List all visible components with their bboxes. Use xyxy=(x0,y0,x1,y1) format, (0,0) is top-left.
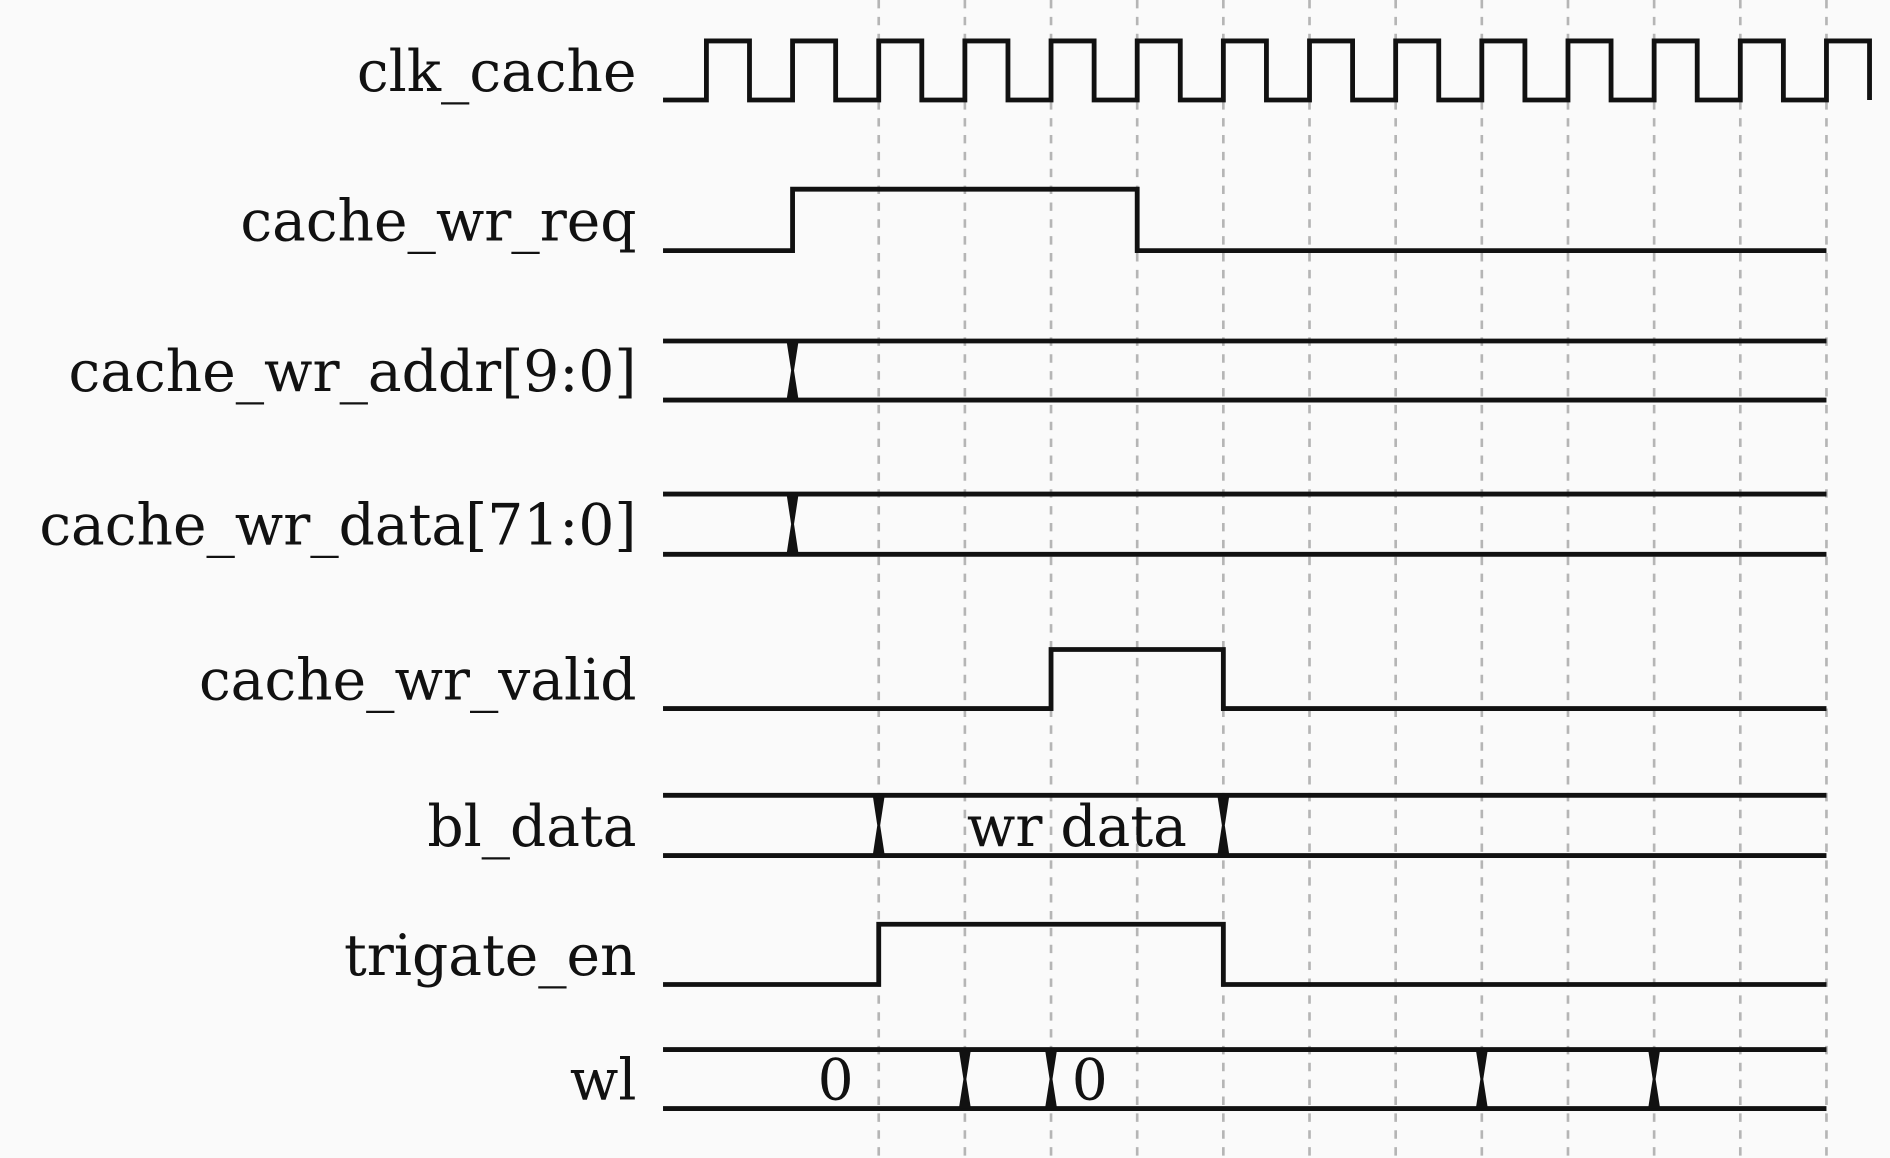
signal-label: bl_data xyxy=(427,794,636,860)
signal-label: cache_wr_valid xyxy=(199,647,637,713)
clock-waveform xyxy=(663,38,1872,103)
bus-transition xyxy=(958,1049,971,1109)
signal-label: trigate_en xyxy=(344,923,637,989)
signal-waveform xyxy=(663,921,1827,987)
signal-label: cache_wr_addr[9:0] xyxy=(69,339,637,405)
signal-label: cache_wr_req xyxy=(240,188,636,254)
signal-label: clk_cache xyxy=(357,39,637,105)
signal-waveform xyxy=(663,647,1827,711)
signal-waveform xyxy=(663,186,1827,254)
signal-label: cache_wr_data[71:0] xyxy=(39,493,636,559)
bus-transition xyxy=(1648,1049,1661,1109)
bus-value-label: wr data xyxy=(967,794,1187,860)
bus-transition xyxy=(1475,1049,1488,1109)
bus-transition xyxy=(1217,795,1230,856)
bus-transition xyxy=(872,795,885,856)
signal-label: wl xyxy=(570,1048,637,1114)
bus-transition xyxy=(1045,1049,1058,1109)
bus-transition xyxy=(786,341,799,401)
bus-transition xyxy=(786,494,799,555)
bus-value-label: 0 xyxy=(818,1048,854,1114)
bus-value-label: 0 xyxy=(1072,1048,1108,1114)
